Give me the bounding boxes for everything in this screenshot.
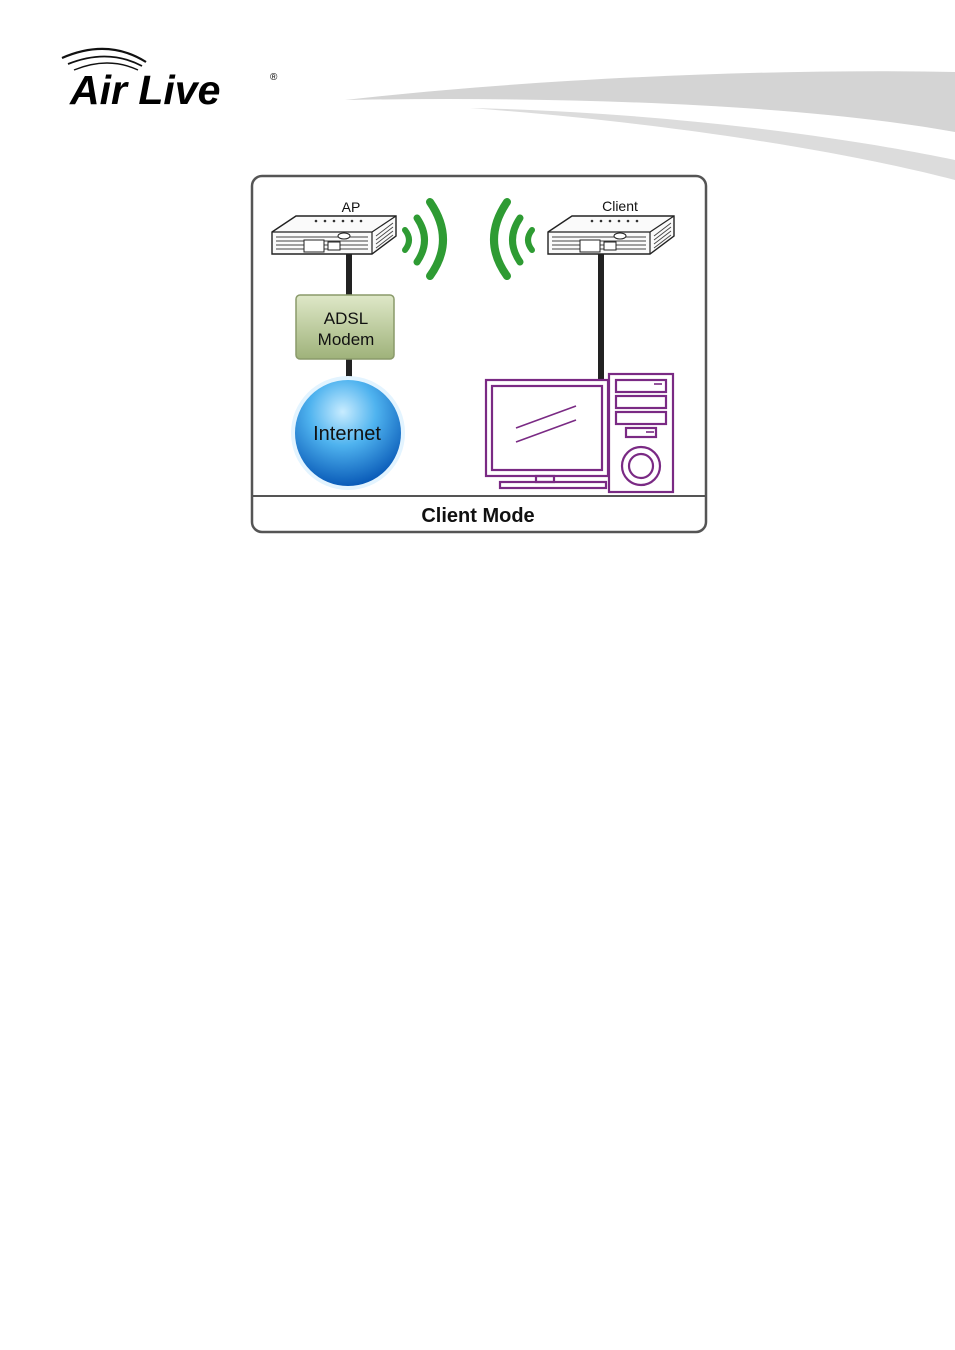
airlive-logo: Air Live ® [58, 44, 288, 110]
modem-label-line2: Modem [318, 330, 375, 349]
internet-label: Internet [313, 423, 381, 445]
client-device [548, 216, 674, 254]
client-mode-diagram: Client Mode AP [250, 174, 708, 534]
logo-arc-1 [62, 49, 146, 62]
ap-device [272, 216, 396, 254]
logo-wordmark: Air Live [69, 67, 220, 110]
adsl-modem: ADSL Modem [296, 295, 394, 359]
logo-registered-mark: ® [270, 72, 278, 83]
internet-globe: Internet [291, 376, 405, 490]
client-label: Client [602, 198, 638, 214]
diagram-caption: Client Mode [421, 505, 534, 527]
ap-label: AP [342, 199, 361, 215]
logo-arc-2 [68, 56, 142, 66]
modem-label-line1: ADSL [324, 309, 368, 328]
